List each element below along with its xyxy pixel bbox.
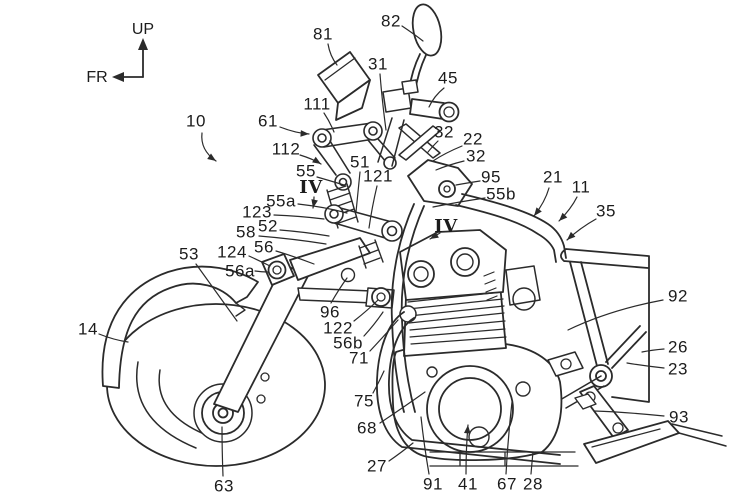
leader-arrowhead — [567, 231, 576, 240]
leader-line — [327, 43, 338, 66]
leader-line — [323, 112, 335, 133]
leader-line — [369, 319, 399, 352]
leader-arrowhead — [534, 207, 542, 216]
leader-line — [355, 171, 361, 213]
axis-indicator: UP FR — [86, 21, 154, 86]
up-axis-label: UP — [132, 21, 154, 38]
leader-arrowhead — [559, 212, 568, 221]
leader-line — [248, 255, 271, 267]
valve-cover — [399, 229, 507, 301]
leader-line — [530, 451, 534, 475]
leader-arrowhead — [300, 130, 309, 137]
step-bar — [583, 420, 680, 464]
engine — [365, 229, 584, 461]
mirror — [411, 3, 443, 57]
front-fender — [101, 265, 259, 389]
downtube-exhaust — [376, 203, 579, 467]
fr-arrowhead — [112, 72, 124, 82]
leader-arrowhead — [464, 425, 471, 434]
leader-line — [626, 362, 665, 369]
rear-linkage — [574, 385, 727, 464]
steering-linkage — [312, 121, 403, 269]
leader-line — [505, 401, 513, 475]
leader-line — [254, 270, 269, 273]
leader-line — [275, 250, 315, 265]
leader-line — [401, 25, 424, 42]
leader-line — [455, 180, 481, 186]
leader-line — [432, 197, 486, 208]
leader-line — [567, 299, 664, 331]
leader-line — [368, 185, 378, 229]
grip — [409, 98, 445, 120]
up-arrowhead — [138, 38, 148, 50]
leader-line — [641, 348, 665, 353]
leader-line — [221, 426, 224, 477]
handlebar-assembly — [317, 3, 460, 167]
leader-line — [258, 235, 327, 245]
leader-line — [379, 391, 426, 424]
leader-arrowhead — [312, 156, 321, 164]
leader-line — [593, 410, 665, 417]
fr-axis-label: FR — [86, 69, 107, 86]
leader-line — [330, 277, 348, 304]
leader-line — [279, 229, 330, 237]
leader-lines — [98, 25, 665, 477]
leader-arrowhead — [430, 231, 439, 239]
leader-line — [435, 160, 465, 171]
leader-line — [273, 214, 325, 220]
leader-line — [388, 442, 414, 462]
leader-line — [428, 87, 445, 108]
leader-line — [98, 333, 129, 343]
leader-line — [297, 203, 348, 214]
leader-arrowhead — [207, 153, 216, 161]
leader-line — [195, 263, 238, 322]
frame — [407, 159, 650, 409]
leader-line — [427, 140, 439, 153]
leader-line — [379, 73, 387, 131]
leader-line — [420, 416, 430, 475]
front-wheel — [106, 303, 326, 467]
leader-line — [432, 145, 463, 162]
leader-line — [316, 176, 345, 186]
leader-line — [353, 299, 379, 322]
leader-line — [363, 311, 384, 337]
leader-line — [372, 370, 385, 394]
